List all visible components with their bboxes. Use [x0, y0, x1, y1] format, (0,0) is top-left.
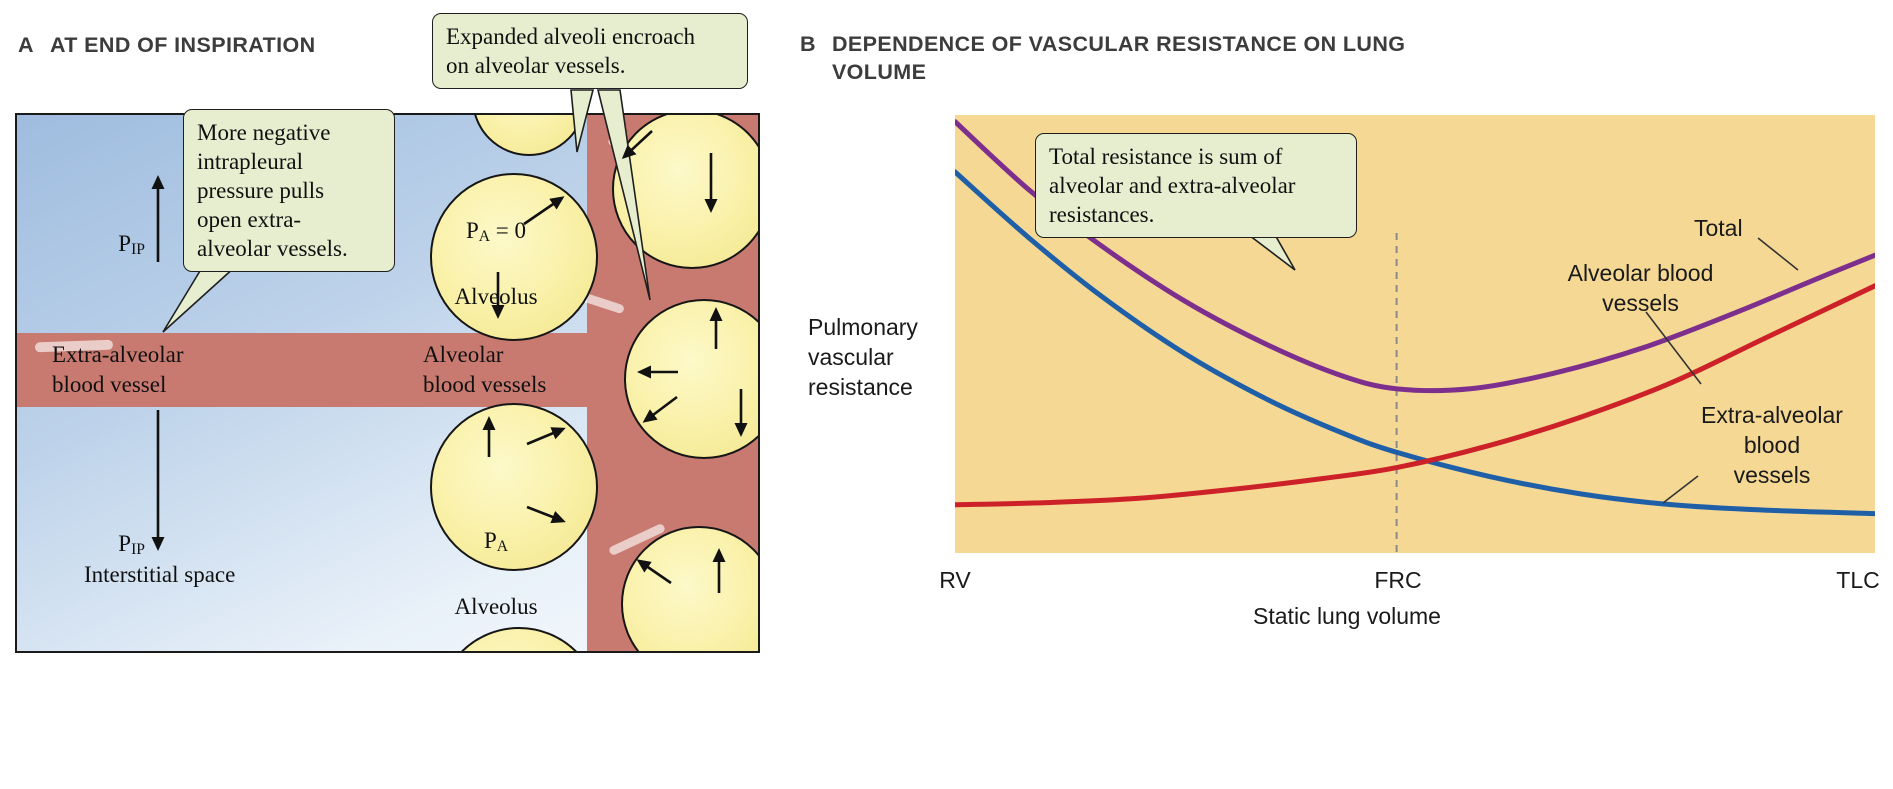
panel-b-title: B DEPENDENCE OF VASCULAR RESISTANCE ON L…	[800, 30, 1500, 86]
total-curve-label: Total	[1694, 215, 1743, 241]
panel-a-letter: A	[18, 33, 34, 57]
panel-b-letter: B	[800, 32, 816, 56]
resistance-curves	[952, 119, 1878, 553]
alveolar-curve-label: Alveolar blood vessels	[1567, 260, 1714, 316]
callout-expanded-alveoli: Expanded alveoli encroach on alveolar ve…	[432, 13, 748, 89]
alveolus-top-label: PA = 0 Alveolus	[454, 218, 538, 309]
alveolar-vessels-label: Alveolar blood vessels	[423, 342, 547, 397]
alveolus-top-center	[430, 173, 598, 341]
interstitial-space-label: Interstitial space	[84, 562, 236, 587]
callout-intrapleural-pressure: More negative intrapleural pressure pull…	[183, 109, 395, 272]
panel-a-title-text: AT END OF INSPIRATION	[49, 33, 316, 57]
curve-extra-alveolar-blood-vessels	[952, 169, 1878, 517]
alveolus-bottom-center	[430, 403, 598, 571]
extra-alveolar-curve-label: Extra-alveolar blood vessels	[1701, 402, 1843, 488]
alveolus-bottom-label: PA Alveolus	[454, 528, 538, 619]
curve-total	[952, 119, 1878, 394]
curve-alveolar-blood-vessels	[952, 283, 1878, 508]
callout-total-resistance: Total resistance is sum of alveolar and …	[1035, 133, 1357, 238]
panel-a-title: A AT END OF INSPIRATION	[18, 31, 316, 59]
panel-b-title-text: DEPENDENCE OF VASCULAR RESISTANCE ON LUN…	[831, 32, 1406, 84]
x-tick-tlc: TLC	[1836, 567, 1880, 593]
x-tick-frc: FRC	[1374, 567, 1422, 593]
pip-label-top: PIP	[118, 231, 145, 258]
pip-label-bottom: PIP	[118, 531, 145, 558]
extra-alveolar-vessel-label: Extra-alveolar blood vessel	[52, 342, 184, 397]
x-axis-label: Static lung volume	[1253, 603, 1441, 629]
y-axis-label: Pulmonary vascular resistance	[808, 314, 918, 400]
x-tick-rv: RV	[939, 567, 971, 593]
alveolus-partial-top	[472, 115, 586, 156]
